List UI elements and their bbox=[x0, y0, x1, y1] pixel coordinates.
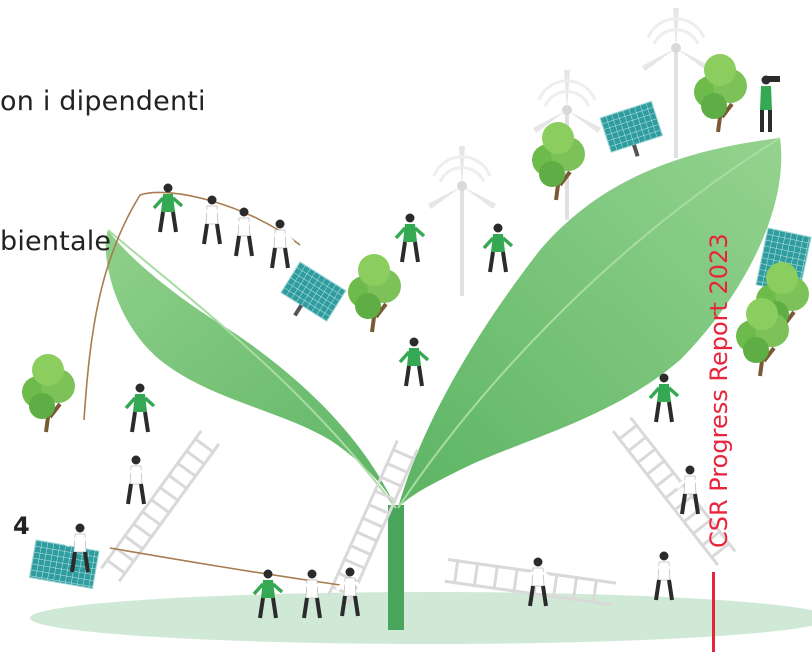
left-leaf bbox=[105, 230, 396, 508]
worker-figure bbox=[121, 453, 151, 506]
binoculars-figure bbox=[760, 75, 780, 132]
tree bbox=[346, 252, 403, 334]
worker-figure bbox=[649, 549, 679, 602]
worker-figure bbox=[124, 381, 156, 434]
accent-line bbox=[712, 572, 715, 652]
worker-figure bbox=[648, 371, 680, 424]
wind-turbine bbox=[426, 144, 498, 298]
ladder bbox=[325, 438, 421, 607]
page-number: 4 bbox=[13, 512, 30, 540]
worker-figure bbox=[197, 193, 227, 246]
ladder bbox=[98, 428, 222, 584]
worker-figure bbox=[482, 221, 514, 274]
tree bbox=[20, 352, 77, 434]
rope bbox=[109, 547, 341, 586]
tree bbox=[530, 120, 587, 202]
plant-stem bbox=[388, 505, 404, 630]
ground bbox=[30, 592, 812, 644]
body-text-line: bientale bbox=[0, 226, 112, 257]
report-title-vertical: CSR Progress Report 2023 bbox=[705, 233, 733, 548]
solar-panel bbox=[280, 261, 347, 322]
worker-figure bbox=[394, 211, 426, 264]
worker-figure bbox=[265, 217, 295, 270]
solar-panel bbox=[599, 100, 664, 157]
right-leaf bbox=[398, 138, 782, 508]
worker-figure bbox=[152, 181, 184, 234]
worker-figure bbox=[229, 205, 259, 258]
body-text-line: on i dipendenti bbox=[0, 86, 206, 117]
worker-figure bbox=[398, 335, 430, 388]
